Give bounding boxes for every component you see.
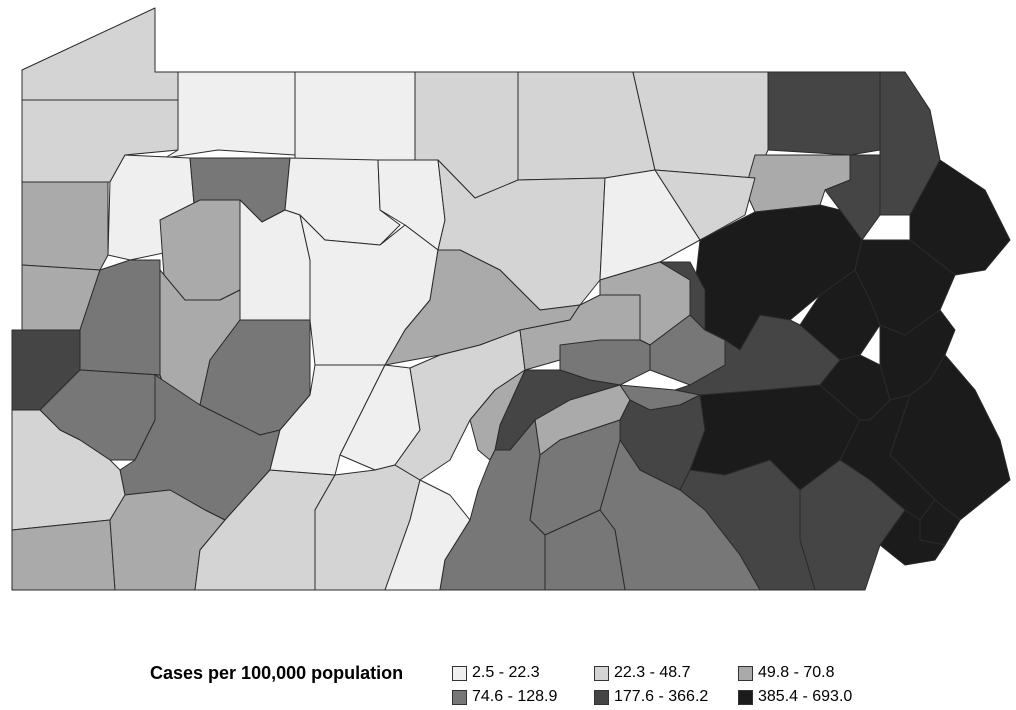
legend-label: 2.5 - 22.3 xyxy=(472,664,540,681)
legend-swatch xyxy=(594,689,609,705)
county-bradford-east xyxy=(654,169,756,241)
county-delaware xyxy=(879,509,946,566)
legend-item-class-1: 2.5 - 22.3 xyxy=(452,662,540,684)
county-susquehanna xyxy=(767,71,881,156)
pennsylvania-map xyxy=(11,7,1011,591)
county-mckean xyxy=(294,71,416,161)
county-greene xyxy=(11,519,116,591)
legend-item-class-3: 49.8 - 70.8 xyxy=(738,662,835,684)
county-bradford xyxy=(632,71,769,179)
county-pike xyxy=(909,159,1011,276)
county-mercer xyxy=(21,181,109,271)
legend-label: 177.6 - 366.2 xyxy=(614,688,709,705)
legend-swatch xyxy=(452,665,467,681)
county-perry xyxy=(469,369,526,461)
county-jefferson xyxy=(239,199,311,326)
county-erie xyxy=(21,7,179,101)
legend-label: 49.8 - 70.8 xyxy=(758,664,835,681)
legend-item-class-5: 177.6 - 366.2 xyxy=(594,686,708,708)
legend-item-class-4: 74.6 - 128.9 xyxy=(452,686,557,708)
legend-item-class-2: 22.3 - 48.7 xyxy=(594,662,691,684)
county-wyoming xyxy=(744,154,851,213)
legend-swatch xyxy=(594,665,609,681)
legend-swatch xyxy=(738,665,753,681)
county-tioga xyxy=(517,71,656,181)
legend-swatch xyxy=(452,689,467,705)
legend-label: 385.4 - 693.0 xyxy=(758,688,853,705)
county-choropleth xyxy=(11,7,1011,591)
legend-item-class-6: 385.4 - 693.0 xyxy=(738,686,852,708)
county-columbia xyxy=(659,261,706,331)
legend-label: 74.6 - 128.9 xyxy=(472,688,558,705)
county-sullivan xyxy=(599,169,701,281)
legend-label: 22.3 - 48.7 xyxy=(614,664,691,681)
legend-title: Cases per 100,000 population xyxy=(150,663,404,683)
county-cumberland xyxy=(544,509,626,591)
county-warren xyxy=(164,71,296,159)
legend-swatch xyxy=(738,689,753,705)
